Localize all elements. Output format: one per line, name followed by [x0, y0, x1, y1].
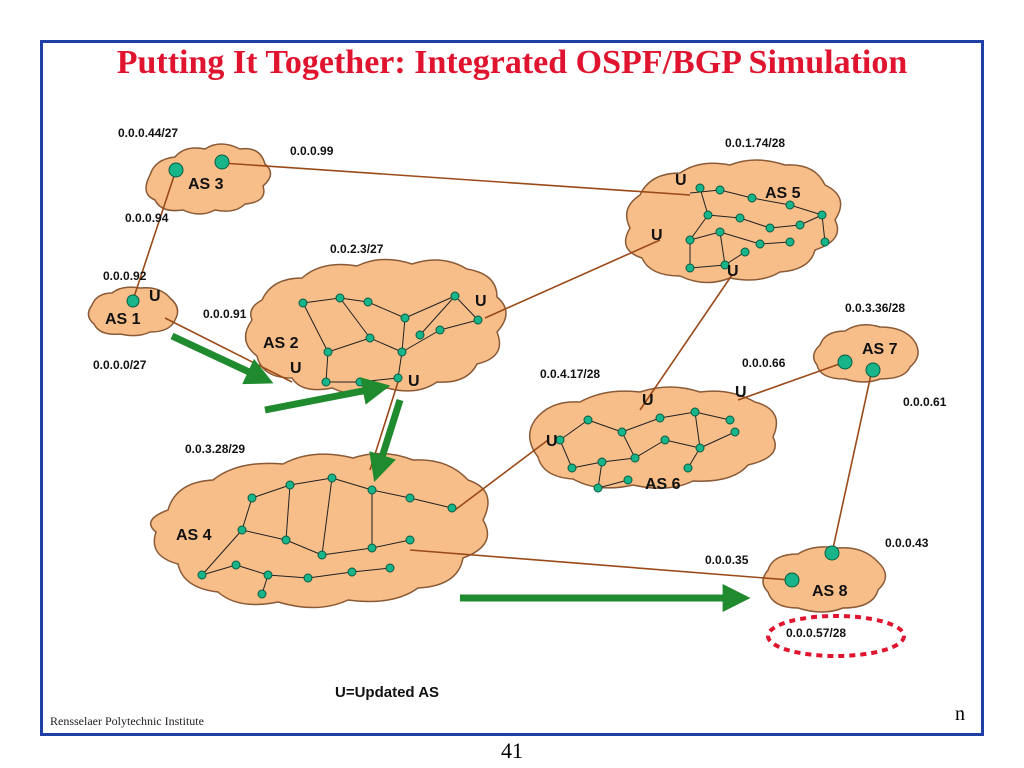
- as3-prefix: 0.0.0.44/27: [118, 126, 178, 140]
- as6-label: AS 6: [645, 476, 681, 493]
- highlight-ellipse: [766, 614, 906, 658]
- legend-text: U=Updated AS: [335, 684, 439, 701]
- as8-prefix: 0.0.0.57/28: [786, 626, 846, 640]
- footer-institution: Rensselaer Polytechnic Institute: [50, 714, 204, 728]
- as7-label: AS 7: [862, 341, 898, 358]
- flow-arrows: [170, 332, 751, 612]
- update-marker-as2-right: U: [475, 293, 487, 310]
- update-marker-as5-bottom: U: [727, 263, 739, 280]
- update-marker-as6-top: U: [642, 392, 654, 409]
- cloud-as3: [145, 143, 272, 215]
- cloud-as1: [87, 286, 179, 337]
- update-marker-as1: U: [149, 288, 161, 305]
- addr-0-0-0-43: 0.0.0.43: [885, 536, 929, 550]
- update-marker-as5-top: U: [675, 172, 687, 189]
- addr-0-0-0-61: 0.0.0.61: [903, 395, 947, 409]
- update-marker-as6-right: U: [735, 384, 747, 401]
- as5-prefix: 0.0.1.74/28: [725, 136, 785, 150]
- flow-arrow-as1-to-as2: [170, 332, 274, 385]
- as1-label: AS 1: [105, 311, 141, 328]
- update-marker-as2-left: U: [290, 360, 302, 377]
- as7-prefix: 0.0.3.36/28: [845, 301, 905, 315]
- cloud-as5: [624, 159, 842, 284]
- update-marker-as5-left: U: [651, 227, 663, 244]
- slide-title: Putting It Together: Integrated OSPF/BGP…: [116, 44, 908, 81]
- flow-arrow-within-as2: [264, 377, 391, 414]
- as6-prefix: 0.0.4.17/28: [540, 367, 600, 381]
- addr-0-0-0-92: 0.0.0.92: [103, 269, 147, 283]
- addr-0-0-0-91: 0.0.0.91: [203, 307, 247, 321]
- intra-as-links: [201, 187, 826, 595]
- cloud-as7: [812, 324, 919, 383]
- as1-prefix: 0.0.0.0/27: [93, 358, 147, 372]
- as2-label: AS 2: [263, 335, 299, 352]
- flow-arrow-as2-to-as4: [369, 398, 404, 483]
- as3-label: AS 3: [188, 176, 224, 193]
- as5-label: AS 5: [765, 185, 801, 202]
- slide-frame: [40, 40, 984, 736]
- cloud-as2: [244, 258, 507, 395]
- cloud-as6: [529, 386, 778, 489]
- page-number: 41: [501, 738, 523, 763]
- as4-prefix: 0.0.3.28/29: [185, 442, 245, 456]
- footer-right-text: n: [955, 703, 965, 725]
- update-marker-as2-bottom: U: [408, 373, 420, 390]
- addr-0-0-0-94: 0.0.0.94: [125, 211, 169, 225]
- addr-0-0-0-35: 0.0.0.35: [705, 553, 749, 567]
- as2-prefix: 0.0.2.3/27: [330, 242, 384, 256]
- as8-label: AS 8: [812, 583, 848, 600]
- addr-0-0-0-99: 0.0.0.99: [290, 144, 334, 158]
- as4-label: AS 4: [176, 527, 212, 544]
- router-nodes: [126, 154, 881, 599]
- cloud-as8: [762, 546, 887, 613]
- update-marker-as6-left: U: [546, 433, 558, 450]
- addr-0-0-0-66: 0.0.0.66: [742, 356, 786, 370]
